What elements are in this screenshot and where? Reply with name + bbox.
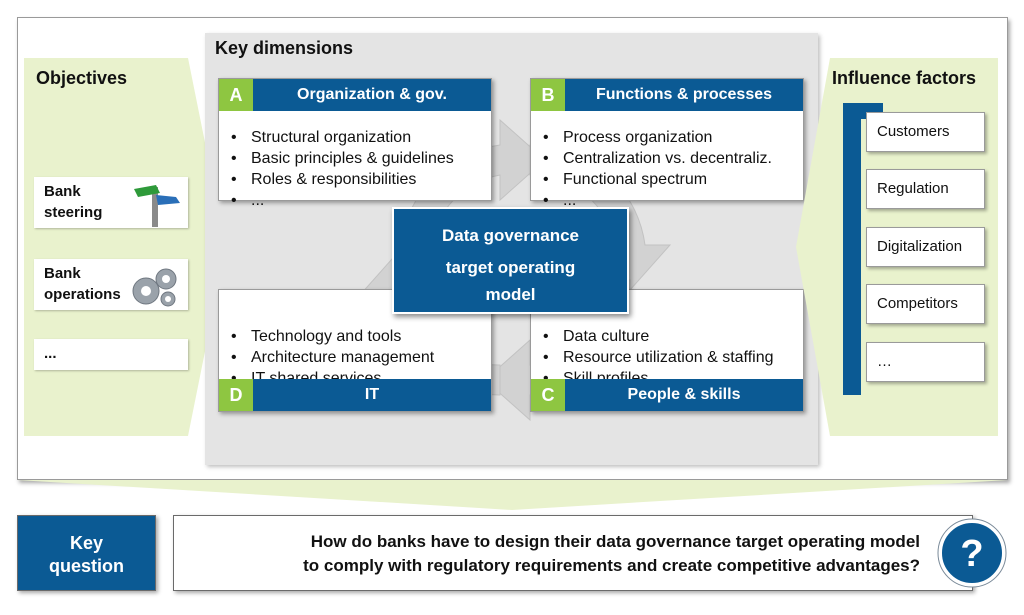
influence-item-digitalization: Digitalization [866,227,985,267]
bullet-item: Process organization [543,127,772,148]
dimension-box-a: Organization & gov. A Structural organiz… [218,78,492,211]
dimension-letter: A [219,79,253,111]
bullet-item: Centralization vs. decentraliz. [543,148,772,169]
question-line-2: to comply with regulatory requirements a… [303,556,920,575]
dimension-title: IT [219,379,491,411]
gears-icon [132,268,177,307]
influence-arrow [796,58,832,436]
objective-bank-steering: Bank steering [34,177,188,228]
objective-bank-operations: Bank operations [34,259,188,310]
funnel-arrow [17,480,1008,510]
bullet-item: Roles & responsibilities [231,169,454,190]
bullet-item: Functional spectrum [543,169,772,190]
objective-more: ... [34,339,188,370]
key-question-box: How do banks have to design their data g… [173,515,973,591]
bullet-item: Structural organization [231,127,454,148]
dimension-bullets: Data culture Resource utilization & staf… [543,326,773,410]
dimension-title: Organization & gov. [219,79,491,111]
dimension-box-b: Functions & processes B Process organiza… [530,78,804,211]
dimension-title: Functions & processes [531,79,803,111]
bullet-item: ... [231,190,454,211]
signpost-icon [134,185,180,227]
bullet-item: Basic principles & guidelines [231,148,454,169]
bullet-item: Architecture management [231,347,434,368]
bullet-item: Technology and tools [231,326,434,347]
dimension-bullets: Structural organization Basic principles… [231,127,454,211]
question-glyph: ? [960,533,983,575]
influence-item-more: … [866,342,985,382]
dimension-letter: B [531,79,565,111]
objective-label: Bank steering [44,183,103,221]
objective-label: Bank operations [44,265,121,303]
influence-bar [843,103,861,395]
influence-factors-title: Influence factors [832,68,977,88]
bullet-item: ... [543,190,772,211]
dimension-letter: C [531,379,565,411]
center-line-1: Data governance [442,226,579,245]
influence-item-competitors: Competitors [866,284,985,324]
key-question-text: Key question [49,533,124,576]
dimension-title: People & skills [531,379,803,411]
question-line-1: How do banks have to design their data g… [310,532,920,551]
dimension-bullets: Process organization Centralization vs. … [543,127,772,211]
influence-item-customers: Customers [866,112,985,152]
objectives-title: Objectives [36,68,128,88]
center-data-governance-box: Data governance target operating model [392,207,629,314]
dimension-letter: D [219,379,253,411]
question-mark-icon: ? [937,518,1007,588]
bullet-item: Data culture [543,326,773,347]
key-dimensions-title: Key dimensions [215,38,354,58]
objective-label: ... [44,345,57,362]
objectives-panel [24,58,188,436]
key-question-label: Key question [17,515,156,591]
influence-item-regulation: Regulation [866,169,985,209]
center-line-2: target operating model [445,258,576,304]
bullet-item: Resource utilization & staffing [543,347,773,368]
